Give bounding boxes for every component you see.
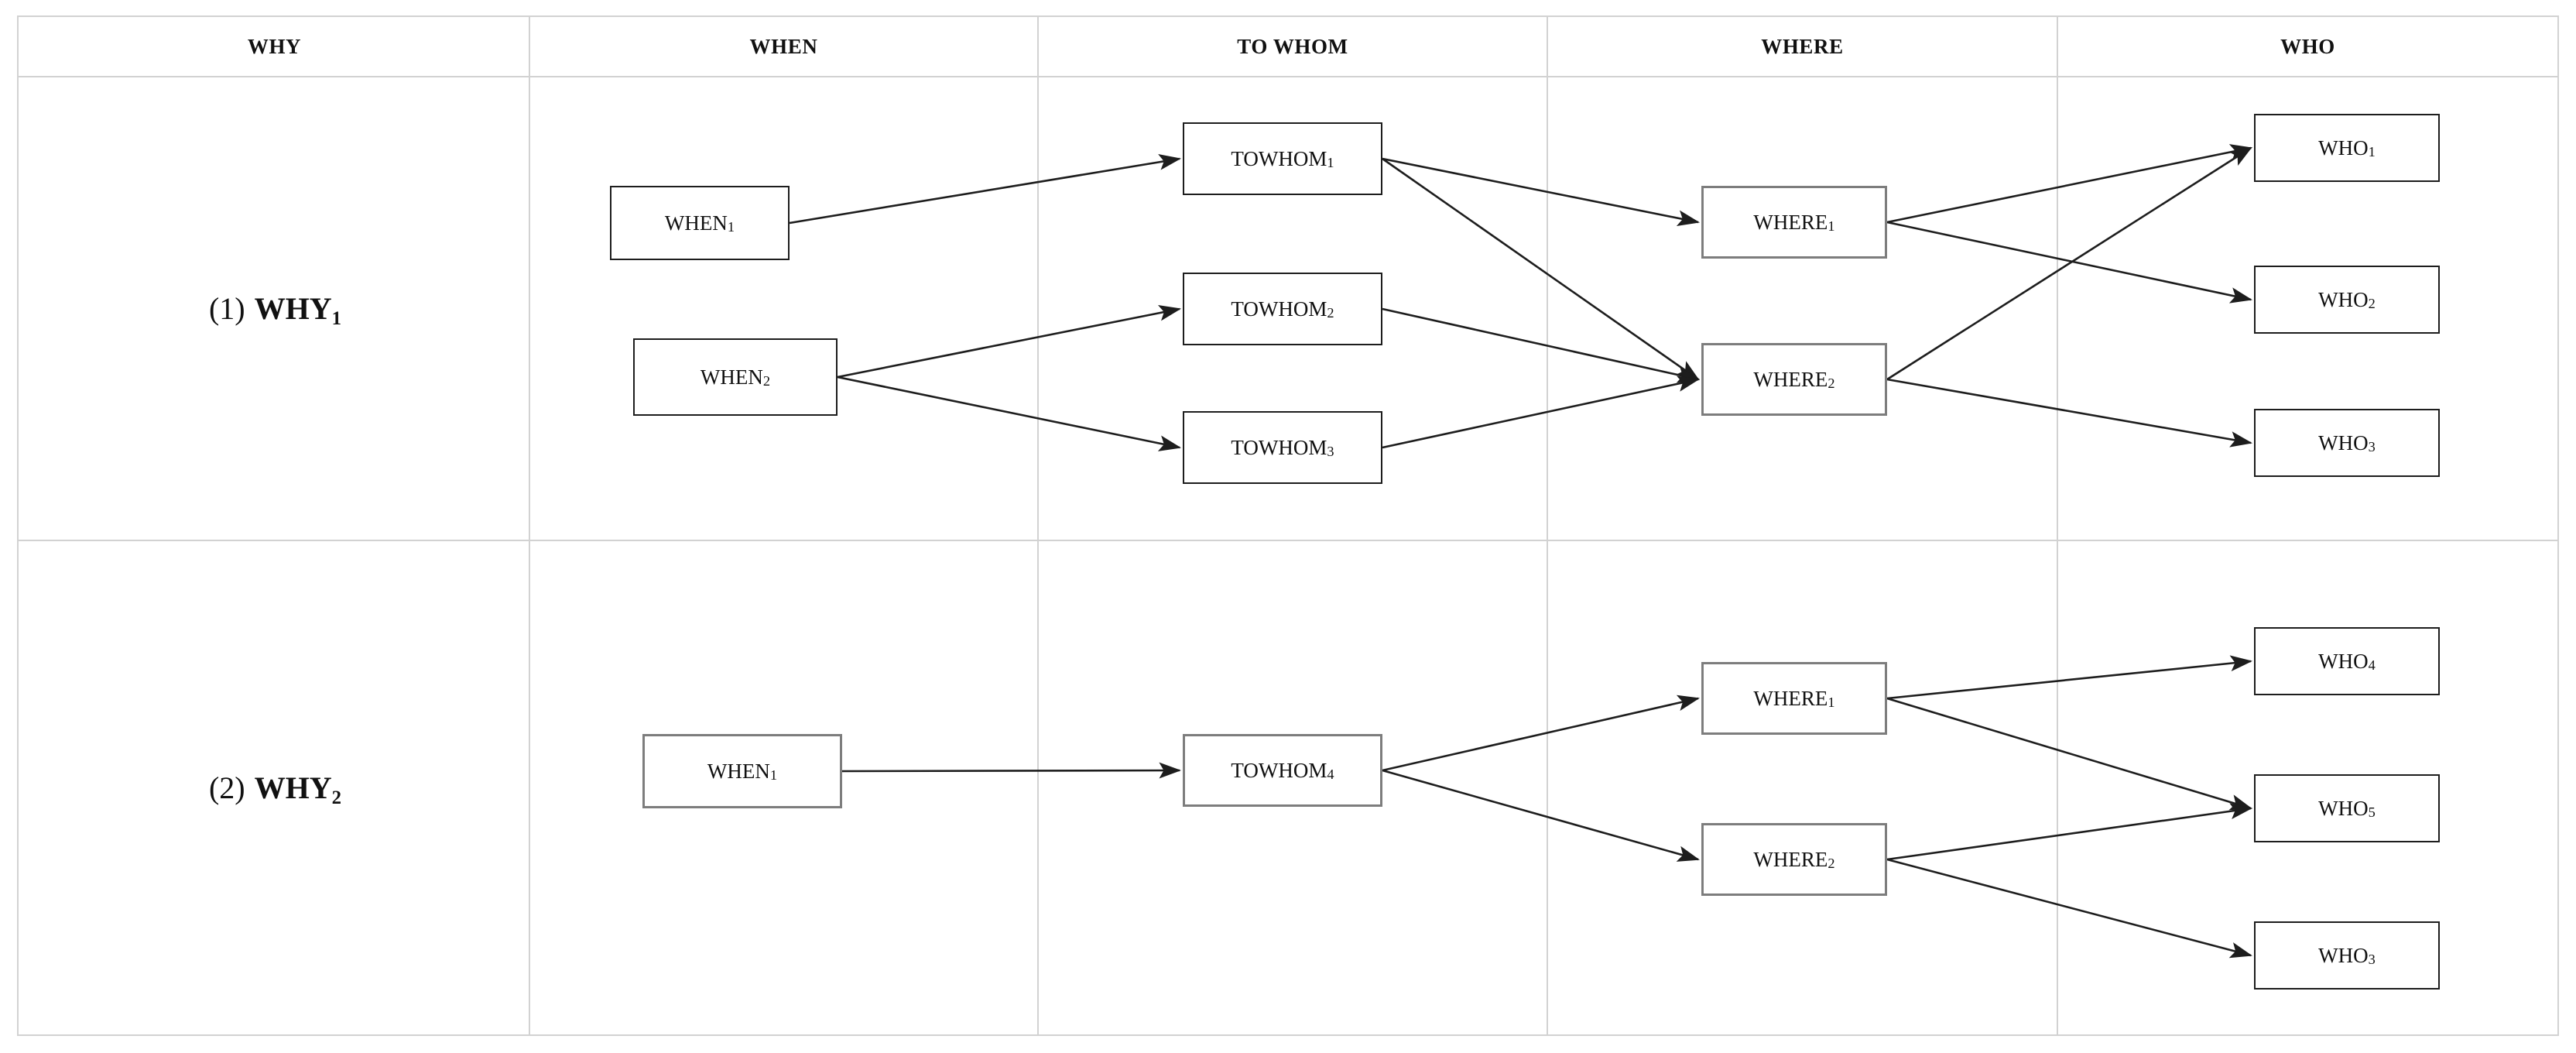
node-subscript: 4 <box>1327 767 1334 782</box>
node-label: WHEN <box>707 759 770 783</box>
node-label: WHERE <box>1753 367 1828 391</box>
header-why: WHY <box>247 34 302 58</box>
why-row1-index: (1) <box>208 291 245 326</box>
node-label: WHEN <box>700 365 763 389</box>
column-divider-1 <box>529 17 530 1034</box>
header-towhom: TO WHOM <box>1237 34 1348 58</box>
column-divider-4 <box>2057 17 2058 1034</box>
column-divider-2 <box>1037 17 1039 1034</box>
header-bottom-rule <box>19 76 2557 77</box>
why-row2-sub: 2 <box>331 787 342 809</box>
why-row2-index: (2) <box>208 770 245 805</box>
node-label: WHO <box>2318 287 2369 311</box>
node-subscript: 3 <box>1327 444 1334 459</box>
node-subscript: 1 <box>769 767 778 783</box>
node-subscript: 2 <box>1828 376 1835 391</box>
why-row2-label: WHY2 <box>254 770 342 809</box>
node-subscript: 1 <box>2368 144 2376 159</box>
header-who: WHO <box>2280 34 2335 58</box>
node-label: WHERE <box>1753 686 1828 710</box>
node-subscript: 5 <box>2368 804 2376 820</box>
row-divider-rule <box>19 540 2557 541</box>
header-when: WHEN <box>749 34 818 58</box>
why-cell-row2: (2) WHY2 <box>20 541 530 1034</box>
column-divider-3 <box>1547 17 1548 1034</box>
node-subscript: 2 <box>1327 305 1334 321</box>
node-label: WHEN <box>664 211 728 235</box>
node-label: WHO <box>2318 430 2369 454</box>
node-label: WHO <box>2318 135 2369 159</box>
node-subscript: 2 <box>2368 296 2376 311</box>
node-subscript: 2 <box>1828 856 1835 871</box>
node-subscript: 2 <box>762 373 771 389</box>
why-row1-sub: 1 <box>331 308 342 330</box>
node-subscript: 4 <box>2368 657 2376 673</box>
node-label: TOWHOM <box>1231 297 1327 321</box>
node-subscript: 1 <box>1828 695 1835 710</box>
node-subscript: 1 <box>727 219 735 235</box>
node-label: WHO <box>2318 796 2369 820</box>
node-label: TOWHOM <box>1231 146 1327 170</box>
node-subscript: 3 <box>2368 952 2376 967</box>
header-where: WHERE <box>1761 34 1844 58</box>
node-label: WHERE <box>1753 847 1828 871</box>
node-subscript: 1 <box>1828 218 1835 234</box>
why-row1-label: WHY1 <box>254 291 342 330</box>
node-subscript: 3 <box>2368 439 2376 454</box>
why-cell-row1: (1) WHY1 <box>20 77 530 540</box>
node-label: TOWHOM <box>1231 758 1327 782</box>
node-label: WHO <box>2318 943 2369 967</box>
node-subscript: 1 <box>1327 155 1334 170</box>
node-label: TOWHOM <box>1231 435 1327 459</box>
node-label: WHO <box>2318 649 2369 673</box>
node-label: WHERE <box>1753 210 1828 234</box>
